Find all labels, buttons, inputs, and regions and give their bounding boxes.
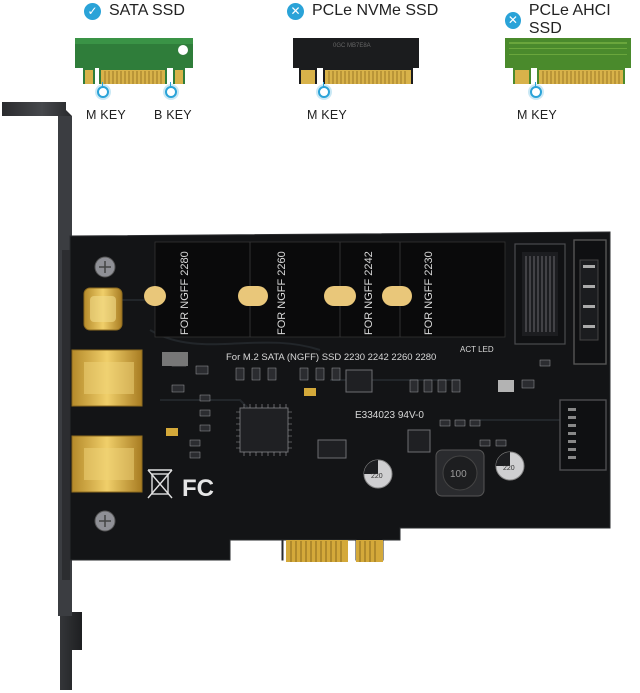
m-key-label: M KEY — [86, 108, 126, 122]
inductor: 100 — [435, 449, 485, 497]
key-pointer-dot — [530, 86, 542, 98]
slot-label-2280: FOR NGFF 2280 — [179, 251, 191, 335]
act-led-label: ACT LED — [460, 345, 494, 354]
header-sata-label: SATA SSD — [109, 2, 185, 19]
svg-text:100: 100 — [450, 469, 467, 480]
capacitor: 220 — [495, 451, 525, 481]
b-key-label: B KEY — [154, 108, 192, 122]
screw-icon — [94, 510, 116, 532]
m-key-label: M KEY — [517, 108, 557, 122]
fc-mark: FC — [182, 475, 214, 502]
header-ahci: ✕ PCLe AHCI SSD — [505, 2, 640, 38]
header-nvme-label: PCLe NVMe SSD — [312, 2, 439, 19]
cert-code: E334023 94V-0 — [355, 410, 424, 421]
sata-ssd-connector — [75, 38, 193, 84]
svg-text:220: 220 — [371, 473, 383, 480]
m-key-label: M KEY — [307, 108, 347, 122]
slot-label-2242: FOR NGFF 2242 — [363, 251, 375, 335]
pcie-gold-finger — [286, 540, 383, 562]
header-ahci-label: PCLe AHCI SSD — [528, 2, 611, 37]
cross-icon: ✕ — [287, 2, 304, 20]
header-nvme: ✕ PCLe NVMe SSD — [287, 2, 438, 20]
key-pointer-dot — [165, 86, 177, 98]
weee-bin-icon — [147, 469, 173, 499]
svg-text:0GC MB7E8A: 0GC MB7E8A — [333, 43, 371, 49]
nvme-ssd-connector: 0GC MB7E8A — [293, 38, 419, 84]
key-pointer-dot — [97, 86, 109, 98]
slot-label-2260: FOR NGFF 2260 — [276, 251, 288, 335]
svg-text:220: 220 — [503, 465, 515, 472]
cross-icon: ✕ — [505, 11, 521, 29]
pcie-adapter-card: FOR NGFF 2280 FOR NGFF 2260 FOR NGFF 224… — [2, 102, 611, 690]
silkscreen-main: For M.2 SATA (NGFF) SSD 2230 2242 2260 2… — [226, 352, 436, 363]
key-pointer-dot — [318, 86, 330, 98]
capacitor: 220 — [363, 459, 393, 489]
slot-label-2230: FOR NGFF 2230 — [423, 251, 435, 335]
header-sata: ✓ SATA SSD — [84, 2, 185, 20]
screw-icon — [94, 256, 116, 278]
ahci-ssd-connector — [505, 38, 631, 84]
check-icon: ✓ — [84, 2, 101, 20]
